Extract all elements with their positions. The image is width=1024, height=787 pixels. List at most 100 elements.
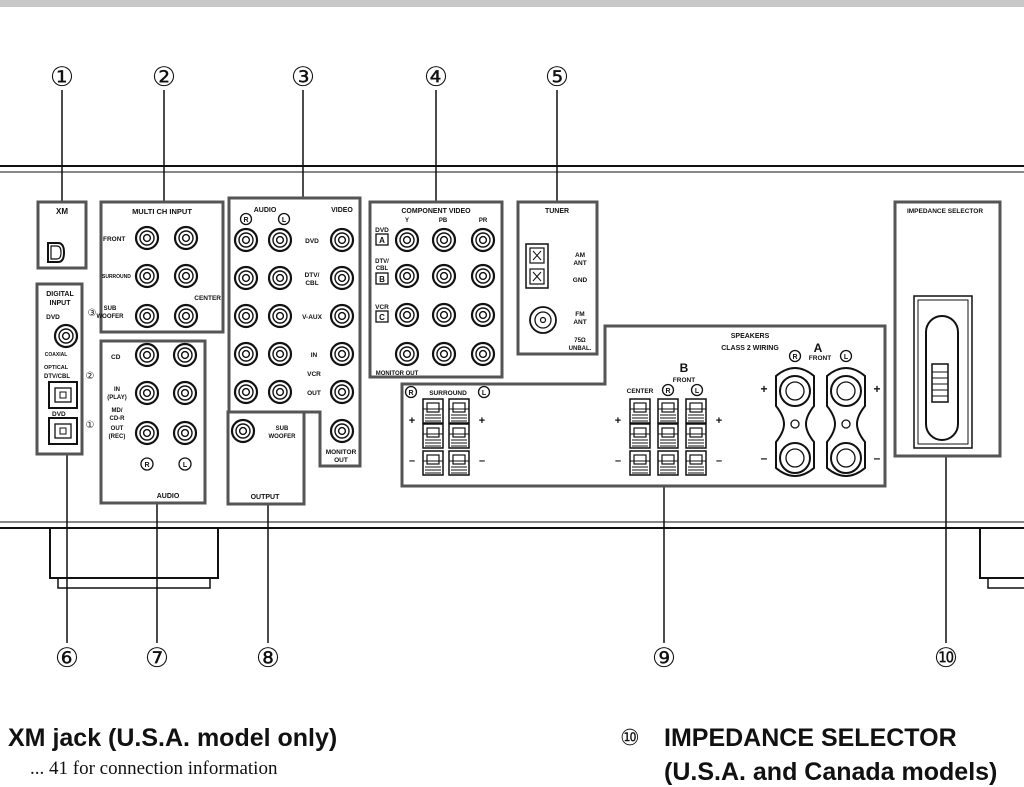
front-a-minus-left: – xyxy=(761,451,768,465)
multi-surround-l-jack[interactable] xyxy=(173,263,199,289)
front-b-plus-right: + xyxy=(716,415,722,427)
av-audio-label: AUDIO xyxy=(254,207,277,214)
component-title: COMPONENT VIDEO xyxy=(401,208,471,215)
comp-monitor-pr-jack[interactable] xyxy=(470,341,496,367)
output-panel xyxy=(226,410,306,506)
md-in-l-jack[interactable] xyxy=(172,380,198,406)
multi-front-r-jack[interactable] xyxy=(134,225,160,251)
callout-1: ① xyxy=(50,62,74,93)
monitor-out-video-jack[interactable] xyxy=(329,418,355,444)
optical-dtv-jack[interactable] xyxy=(48,381,78,409)
dvd-audio-r-jack[interactable] xyxy=(233,227,259,253)
vcr-in-audio-r-jack[interactable] xyxy=(233,341,259,367)
comp-b-pb-jack[interactable] xyxy=(431,263,457,289)
tuner-gnd-label: GND xyxy=(573,277,588,284)
comp-monitor-y-jack[interactable] xyxy=(394,341,420,367)
dtv-audio-r-jack[interactable] xyxy=(233,265,259,291)
av-cbl-label: CBL xyxy=(305,280,318,287)
vaux-audio-l-jack[interactable] xyxy=(267,303,293,329)
multi-surround-r-jack[interactable] xyxy=(134,263,160,289)
digital-coaxial-jack[interactable] xyxy=(53,323,79,349)
comp-c-pr-jack[interactable] xyxy=(470,302,496,328)
vcr-in-video-jack[interactable] xyxy=(329,341,355,367)
surround-r-mid-terminal[interactable] xyxy=(422,423,444,449)
comp-c-pb-jack[interactable] xyxy=(431,302,457,328)
fm-antenna-jack[interactable] xyxy=(529,306,557,334)
callout-2: ② xyxy=(152,62,176,93)
vcr-out-audio-l-jack[interactable] xyxy=(267,379,293,405)
multi-ch-title: MULTI CH INPUT xyxy=(132,207,192,216)
dvd-audio-l-jack[interactable] xyxy=(267,227,293,253)
md-out-r-jack[interactable] xyxy=(134,420,160,446)
cd-r-jack[interactable] xyxy=(134,342,160,368)
speakers-b-label: B xyxy=(680,361,689,375)
vaux-video-jack[interactable] xyxy=(329,303,355,329)
front-b-r-plus-terminal[interactable] xyxy=(657,398,679,424)
optical-dvd-jack[interactable] xyxy=(48,417,78,445)
center-mid-terminal[interactable] xyxy=(629,423,651,449)
front-b-r-minus-terminal[interactable] xyxy=(657,450,679,476)
impedance-panel xyxy=(893,200,1002,458)
front-b-l-plus-terminal[interactable] xyxy=(685,398,707,424)
surround-r-mark: R xyxy=(408,390,413,397)
av-dvd-label: DVD xyxy=(305,238,319,245)
center-minus-terminal[interactable] xyxy=(629,450,651,476)
vcr-out-video-jack[interactable] xyxy=(329,379,355,405)
am-terminal[interactable] xyxy=(525,243,549,289)
comp-monitor-pb-jack[interactable] xyxy=(431,341,457,367)
callout-4: ④ xyxy=(424,62,448,93)
callout-6: ⑥ xyxy=(55,643,79,674)
front-b-minus-left: – xyxy=(615,455,621,467)
top-band xyxy=(0,0,1024,7)
digital-title-2: INPUT xyxy=(50,300,72,307)
dtv-video-jack[interactable] xyxy=(329,265,355,291)
xm-jack[interactable] xyxy=(47,242,66,263)
audio-l-mark: L xyxy=(183,462,188,469)
surround-l-plus-terminal[interactable] xyxy=(448,398,470,424)
vcr-out-audio-r-jack[interactable] xyxy=(233,379,259,405)
front-a-binding-posts[interactable] xyxy=(775,367,866,477)
chassis xyxy=(0,165,1024,589)
front-b-r-mid-terminal[interactable] xyxy=(657,423,679,449)
front-b-l-mid-terminal[interactable] xyxy=(685,423,707,449)
vaux-audio-r-jack[interactable] xyxy=(233,303,259,329)
vcr-in-audio-l-jack[interactable] xyxy=(267,341,293,367)
md-in-r-jack[interactable] xyxy=(134,380,160,406)
xm-label: XM xyxy=(56,207,68,216)
speakers-panel xyxy=(400,324,887,488)
surround-l-minus-terminal[interactable] xyxy=(448,450,470,476)
comp-a-y-jack[interactable] xyxy=(394,227,420,253)
multi-subwoofer-jack[interactable] xyxy=(134,303,160,329)
md-out-l-jack[interactable] xyxy=(172,420,198,446)
dtv-audio-l-jack[interactable] xyxy=(267,265,293,291)
audio-out-label: OUT xyxy=(111,426,124,432)
digital-dvd-label: DVD xyxy=(46,314,60,321)
panel-frames xyxy=(35,196,1002,506)
component-dtv-label: DTV/ xyxy=(375,259,389,265)
front-b-l-minus-terminal[interactable] xyxy=(685,450,707,476)
speakers-wiring: CLASS 2 WIRING xyxy=(721,345,779,352)
multi-center-jack[interactable] xyxy=(173,303,199,329)
multi-front-l-jack[interactable] xyxy=(173,225,199,251)
front-b-l-mark: L xyxy=(695,388,700,395)
digital-coaxial-label: COAXIAL xyxy=(45,352,68,358)
center-plus-terminal[interactable] xyxy=(629,398,651,424)
surround-r-minus-terminal[interactable] xyxy=(422,450,444,476)
subwoofer-out-jack[interactable] xyxy=(230,418,256,444)
dvd-video-jack[interactable] xyxy=(329,227,355,253)
comp-c-y-jack[interactable] xyxy=(394,302,420,328)
tuner-fm-ant-label: ANT xyxy=(573,319,586,326)
left-caption-subtitle: ... 41 for connection information xyxy=(30,758,278,779)
cd-l-jack[interactable] xyxy=(172,342,198,368)
comp-b-y-jack[interactable] xyxy=(394,263,420,289)
comp-b-pr-jack[interactable] xyxy=(470,263,496,289)
output-woofer-label: WOOFER xyxy=(269,434,297,440)
surround-l-mid-terminal[interactable] xyxy=(448,423,470,449)
tuner-ant-label: ANT xyxy=(573,260,586,267)
surround-r-plus-terminal[interactable] xyxy=(422,398,444,424)
front-b-minus-right: – xyxy=(716,455,722,467)
digital-dvd2-label: DVD xyxy=(52,411,66,418)
comp-a-pr-jack[interactable] xyxy=(470,227,496,253)
comp-a-pb-jack[interactable] xyxy=(431,227,457,253)
output-sub-label: SUB xyxy=(276,426,289,432)
